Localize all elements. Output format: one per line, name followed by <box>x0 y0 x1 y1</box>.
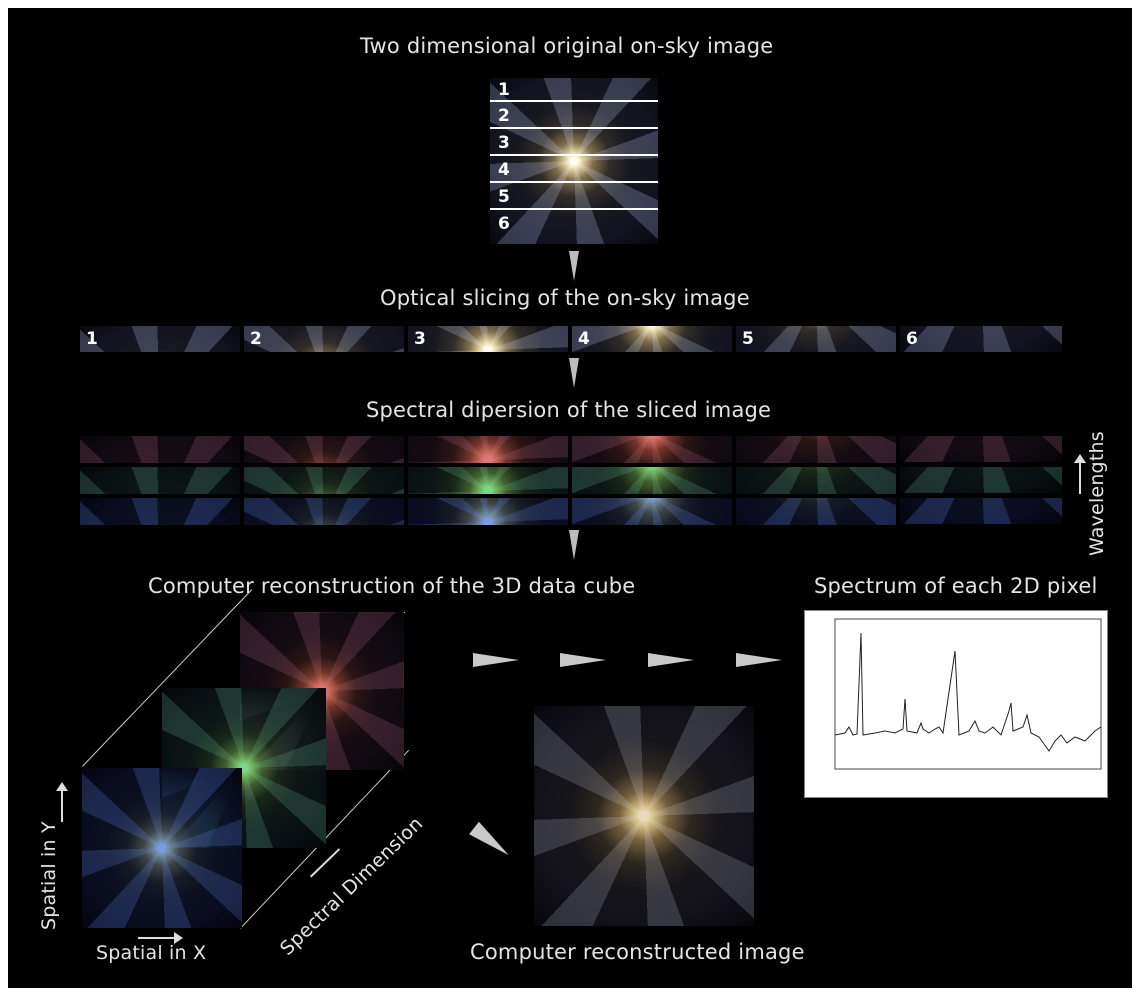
slice-label: 1 <box>86 329 98 349</box>
slice-strip: 2 <box>244 326 404 352</box>
slice-label: 5 <box>742 329 754 349</box>
flow-arrow-down <box>569 251 579 281</box>
dispersion-red-segment <box>80 436 240 463</box>
slice-label: 4 <box>578 329 590 349</box>
title-data-cube: Computer reconstruction of the 3D data c… <box>148 574 636 598</box>
title-optical-slicing: Optical slicing of the on-sky image <box>380 286 750 310</box>
spectrum-line <box>834 632 1102 752</box>
slice-strip: 4 <box>572 326 732 352</box>
flow-arrow-down <box>569 358 579 388</box>
spatial-x-arrow-head <box>174 932 183 944</box>
spatial-y-arrow-head <box>56 782 68 791</box>
spectrum-plot-frame <box>834 618 1102 770</box>
spatial-y-arrow-shaft <box>61 788 63 822</box>
spatial-x-label: Spatial in X <box>96 942 207 964</box>
flow-arrow-down <box>569 530 579 560</box>
title-original-image: Two dimensional original on-sky image <box>360 34 774 58</box>
dispersion-green-segment <box>80 467 240 494</box>
flow-arrow-right <box>560 653 606 667</box>
dispersion-blue-segment <box>572 498 732 525</box>
dispersion-red-segment <box>900 436 1062 463</box>
wavelengths-label: Wavelengths <box>1086 431 1108 556</box>
slice-label: 2 <box>250 329 262 349</box>
title-reconstructed: Computer reconstructed image <box>470 940 805 964</box>
dispersion-green-segment <box>900 467 1062 494</box>
dispersion-red-segment <box>408 436 568 463</box>
spatial-x-arrow-shaft <box>138 937 174 939</box>
slice-strip: 6 <box>900 326 1062 352</box>
wavelength-arrow-head <box>1074 454 1086 463</box>
title-spectral-dispersion: Spectral dipersion of the sliced image <box>366 398 772 422</box>
flow-arrow-diagonal <box>469 821 514 862</box>
dispersion-red-segment <box>736 436 896 463</box>
dispersion-red-segment <box>244 436 404 463</box>
dispersion-red-segment <box>572 436 732 463</box>
dispersion-blue-segment <box>408 498 568 525</box>
original-galaxy-image: 1 2 3 4 5 6 <box>490 78 658 244</box>
spectrum-plot-svg <box>834 618 1102 770</box>
dispersion-blue-segment <box>244 498 404 525</box>
slice-label: 1 <box>498 80 510 100</box>
slice-label: 5 <box>498 187 510 207</box>
dispersion-blue-segment <box>80 498 240 525</box>
slice-strip: 5 <box>736 326 896 352</box>
flow-arrow-right <box>648 653 694 667</box>
slice-divider <box>490 100 658 102</box>
dispersion-green-segment <box>736 467 896 494</box>
slice-label: 6 <box>906 329 918 349</box>
slice-label: 3 <box>498 133 510 153</box>
slice-divider <box>490 181 658 183</box>
spectrum-plot <box>804 610 1108 798</box>
title-spectrum: Spectrum of each 2D pixel <box>814 574 1098 598</box>
dispersion-blue-segment <box>736 498 896 525</box>
wavelength-arrow-shaft <box>1079 460 1081 494</box>
dispersion-green-segment <box>572 467 732 494</box>
flow-arrow-right <box>473 653 519 667</box>
slice-divider <box>490 127 658 129</box>
slice-strip: 3 <box>408 326 568 352</box>
slice-label: 4 <box>498 160 510 180</box>
spectral-arrow-shaft <box>310 848 341 878</box>
diagram-frame: Two dimensional original on-sky image 1 … <box>8 8 1132 988</box>
cube-layer-blue <box>82 768 242 928</box>
flow-arrow-right <box>736 653 782 667</box>
dispersion-green-segment <box>244 467 404 494</box>
dispersion-blue-segment <box>900 498 1062 525</box>
reconstructed-galaxy-image <box>534 706 754 926</box>
slice-strip: 1 <box>80 326 240 352</box>
dispersion-green-segment <box>408 467 568 494</box>
slice-label: 2 <box>498 106 510 126</box>
slice-divider <box>490 208 658 210</box>
slice-label: 3 <box>414 329 426 349</box>
slice-label: 6 <box>498 214 510 234</box>
slice-divider <box>490 154 658 156</box>
spatial-y-label: Spatial in Y <box>38 821 60 930</box>
